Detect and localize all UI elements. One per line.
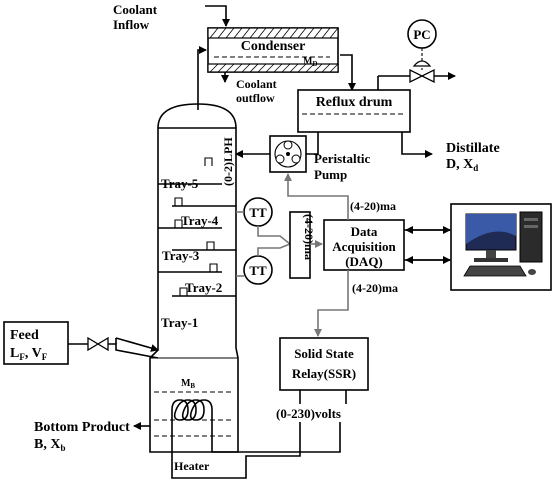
feed-valve bbox=[87, 336, 109, 352]
condenser-label: Condenser bbox=[241, 39, 306, 54]
lph-label: (0-2)LPH bbox=[221, 137, 235, 186]
condensate-line bbox=[340, 54, 356, 91]
coolant-outflow-label-1: Coolant bbox=[236, 77, 277, 91]
daq-label-1: Data bbox=[351, 224, 378, 239]
pressure-valve bbox=[409, 68, 435, 84]
ssr-label-2: Relay(SSR) bbox=[292, 366, 356, 381]
heater-coil bbox=[171, 399, 213, 452]
feed-label-1: Feed bbox=[10, 328, 39, 343]
feed-label-2: LF, VF bbox=[10, 346, 48, 362]
tt-top-label: TT bbox=[249, 205, 267, 220]
tray3-label: Tray-3 bbox=[162, 248, 200, 263]
tray1-label: Tray-1 bbox=[161, 315, 198, 330]
distillate-label-2: D, Xd bbox=[446, 157, 478, 173]
reflux-drum bbox=[297, 89, 411, 133]
feed-box bbox=[3, 321, 69, 365]
daq-label-3: (DAQ) bbox=[345, 254, 383, 269]
coolant-inflow-arrow bbox=[205, 5, 230, 27]
heater-label: Heater bbox=[174, 459, 210, 473]
reflux-drum-label: Reflux drum bbox=[316, 95, 393, 110]
bottom-product-label-2: B, Xb bbox=[34, 437, 65, 453]
coolant-inflow-label-2: Inflow bbox=[113, 17, 150, 32]
tray2-label: Tray-2 bbox=[185, 280, 222, 295]
tray4-label: Tray-4 bbox=[181, 213, 219, 228]
ssr-box bbox=[279, 337, 369, 391]
distillate-label-1: Distillate bbox=[446, 141, 500, 156]
coolant-outflow-label-2: outflow bbox=[236, 91, 275, 105]
heater-wire-right bbox=[212, 422, 341, 453]
tray5-label: Tray-5 bbox=[161, 176, 199, 191]
daq-ssr-signal bbox=[314, 270, 349, 337]
peristaltic-label-1: Peristaltic bbox=[314, 151, 371, 166]
pc-label: PC bbox=[413, 27, 430, 42]
daq-label-2: Acquisition bbox=[332, 239, 396, 254]
condenser bbox=[207, 27, 339, 73]
ma-vertical-label: (4-20)ma bbox=[302, 214, 316, 260]
mb-label: MB bbox=[181, 378, 195, 390]
vapor-line bbox=[197, 46, 207, 110]
peristaltic-label-2: Pump bbox=[314, 167, 347, 182]
ssr-label-1: Solid State bbox=[294, 346, 354, 361]
tt-bottom-label: TT bbox=[249, 263, 267, 278]
coolant-inflow-label-1: Coolant bbox=[113, 2, 158, 17]
volts-label: (0-230)volts bbox=[276, 406, 341, 421]
distillate-line bbox=[401, 132, 433, 158]
daq-box bbox=[323, 219, 405, 271]
daq-pump-signal bbox=[284, 173, 349, 220]
ma-bottom-label: (4-20)ma bbox=[352, 281, 398, 295]
md-label: MD bbox=[303, 56, 318, 68]
ma-top-label: (4-20)ma bbox=[350, 199, 396, 213]
signal-box bbox=[289, 211, 311, 279]
distillation-column bbox=[157, 103, 237, 348]
computer-icon bbox=[450, 203, 552, 291]
heater-wire-left bbox=[171, 422, 301, 479]
peristaltic-pump bbox=[269, 135, 307, 173]
bottom-product-label-1: Bottom Product bbox=[34, 420, 130, 435]
